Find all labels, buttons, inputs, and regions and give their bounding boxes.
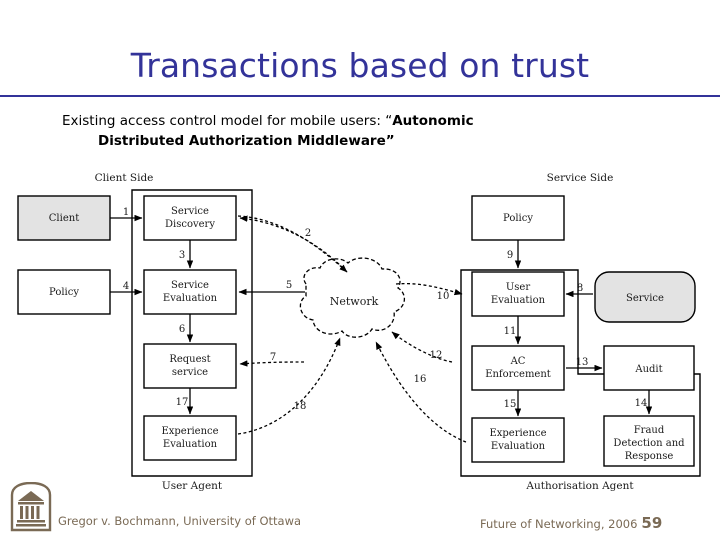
box-service-discovery <box>143 195 237 241</box>
edge-label-4: 4 <box>123 281 129 292</box>
svg-text:Evaluation: Evaluation <box>163 439 218 450</box>
svg-text:Service: Service <box>171 280 209 291</box>
label-network: Network <box>330 295 379 308</box>
edge-label-9: 9 <box>507 250 513 261</box>
edge-label-5: 5 <box>286 280 292 291</box>
label-user-agent: User Agent <box>162 480 223 492</box>
svg-text:Detection and: Detection and <box>613 438 685 449</box>
slide-number: 59 <box>641 514 663 532</box>
box-ac-enforcement <box>471 345 565 391</box>
box-audit <box>603 345 695 391</box>
box-experience-evaluation-left <box>143 415 237 461</box>
architecture-diagram: Client Side Service Side User Agent Serv… <box>0 166 720 496</box>
svg-text:Discovery: Discovery <box>165 219 215 230</box>
box-user-evaluation <box>471 271 565 317</box>
svg-text:User: User <box>506 282 530 293</box>
edge-label-15: 15 <box>504 399 517 410</box>
university-of-ottawa-crest-icon <box>10 482 52 532</box>
page-title: Transactions based on trust <box>130 46 590 85</box>
svg-text:Evaluation: Evaluation <box>491 441 546 452</box>
edge-label-1: 1 <box>123 207 129 218</box>
edge-label-17: 17 <box>176 397 189 408</box>
edge-label-18: 18 <box>294 401 307 412</box>
authorisation-agent-container <box>460 269 701 477</box>
svg-text:Policy: Policy <box>503 213 533 224</box>
edge-label-12: 12 <box>430 350 443 361</box>
label-client-side: Client Side <box>95 172 154 184</box>
svg-text:Experience: Experience <box>161 426 218 437</box>
svg-text:Service: Service <box>626 293 664 304</box>
svg-text:AC: AC <box>510 356 526 367</box>
svg-text:Client: Client <box>49 213 79 224</box>
footer-event: Future of Networking, 2006 <box>480 517 638 531</box>
svg-text:service: service <box>172 367 208 378</box>
edge-label-16: 16 <box>414 374 427 385</box>
svg-text:Audit: Audit <box>634 364 662 375</box>
body-text: Existing access control model for mobile… <box>62 111 662 151</box>
svg-text:Request: Request <box>169 354 210 365</box>
svg-text:Enforcement: Enforcement <box>485 369 551 380</box>
network-cloud <box>299 257 405 338</box>
box-fraud-detection <box>603 415 695 467</box>
edge-label-14: 14 <box>635 398 648 409</box>
title-divider <box>0 95 720 97</box>
edge-label-11: 11 <box>504 326 517 337</box>
user-agent-container <box>131 189 253 477</box>
edge-label-2: 2 <box>305 228 311 239</box>
svg-text:Service: Service <box>171 206 209 217</box>
box-policy-right <box>471 195 565 241</box>
edge-label-13: 13 <box>576 357 589 368</box>
svg-text:Experience: Experience <box>489 428 546 439</box>
edge-label-7: 7 <box>270 352 276 363</box>
label-service-side: Service Side <box>547 172 614 184</box>
footer-author: Gregor v. Bochmann, University of Ottawa <box>58 514 302 528</box>
body-line1-bold: Autonomic <box>392 113 474 129</box>
svg-text:Evaluation: Evaluation <box>163 293 218 304</box>
edge-label-10: 10 <box>437 291 450 302</box>
svg-text:Policy: Policy <box>49 287 79 298</box>
box-experience-evaluation-right <box>471 417 565 463</box>
box-service <box>594 271 696 323</box>
box-policy-left <box>17 269 111 315</box>
svg-text:Response: Response <box>625 451 674 462</box>
body-line2-bold: Distributed Authorization Middleware” <box>98 133 395 149</box>
edge-label-6: 6 <box>179 324 185 335</box>
svg-text:Fraud: Fraud <box>634 425 665 436</box>
label-authorisation-agent: Authorisation Agent <box>525 480 634 492</box>
svg-text:Evaluation: Evaluation <box>491 295 546 306</box>
box-request-service <box>143 343 237 389</box>
edge-label-3: 3 <box>179 250 185 261</box>
box-service-evaluation <box>143 269 237 315</box>
edge-label-8: 8 <box>577 283 583 294</box>
body-line1-plain: Existing access control model for mobile… <box>62 113 393 129</box>
